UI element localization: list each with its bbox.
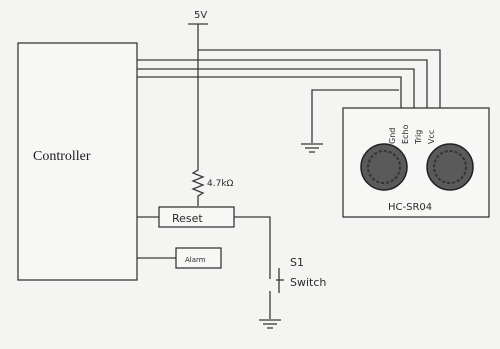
sensor-ground-symbol (301, 143, 323, 153)
sensor-pin-gnd: Gnd (388, 128, 397, 144)
reset-label: Reset (172, 212, 203, 225)
trig-wire (137, 59, 428, 108)
controller-label: Controller (33, 149, 91, 164)
resistor-symbol (191, 165, 205, 206)
alarm-block (175, 247, 222, 269)
gnd-wire (311, 89, 399, 143)
resistor-label: 4.7kΩ (207, 179, 234, 189)
controller-misc-wire (137, 76, 402, 108)
switch-label: Switch (290, 276, 326, 289)
switch-ref-label: S1 (290, 256, 304, 269)
sensor-label: HC-SR04 (388, 202, 432, 213)
supply-label: 5V (194, 10, 207, 21)
reset-switch-wire (234, 216, 271, 266)
vcc-wire (198, 49, 441, 108)
controller-block (17, 42, 138, 281)
echo-wire (137, 68, 415, 108)
sensor-pin-echo: Echo (401, 124, 410, 144)
sensor-pin-trig: Trig (414, 130, 423, 145)
transducer-right (426, 143, 474, 191)
transducer-left (360, 143, 408, 191)
sensor-pin-vcc: Vcc (427, 130, 436, 144)
alarm-label: Alarm (185, 256, 206, 264)
switch-ground-symbol (259, 319, 281, 329)
